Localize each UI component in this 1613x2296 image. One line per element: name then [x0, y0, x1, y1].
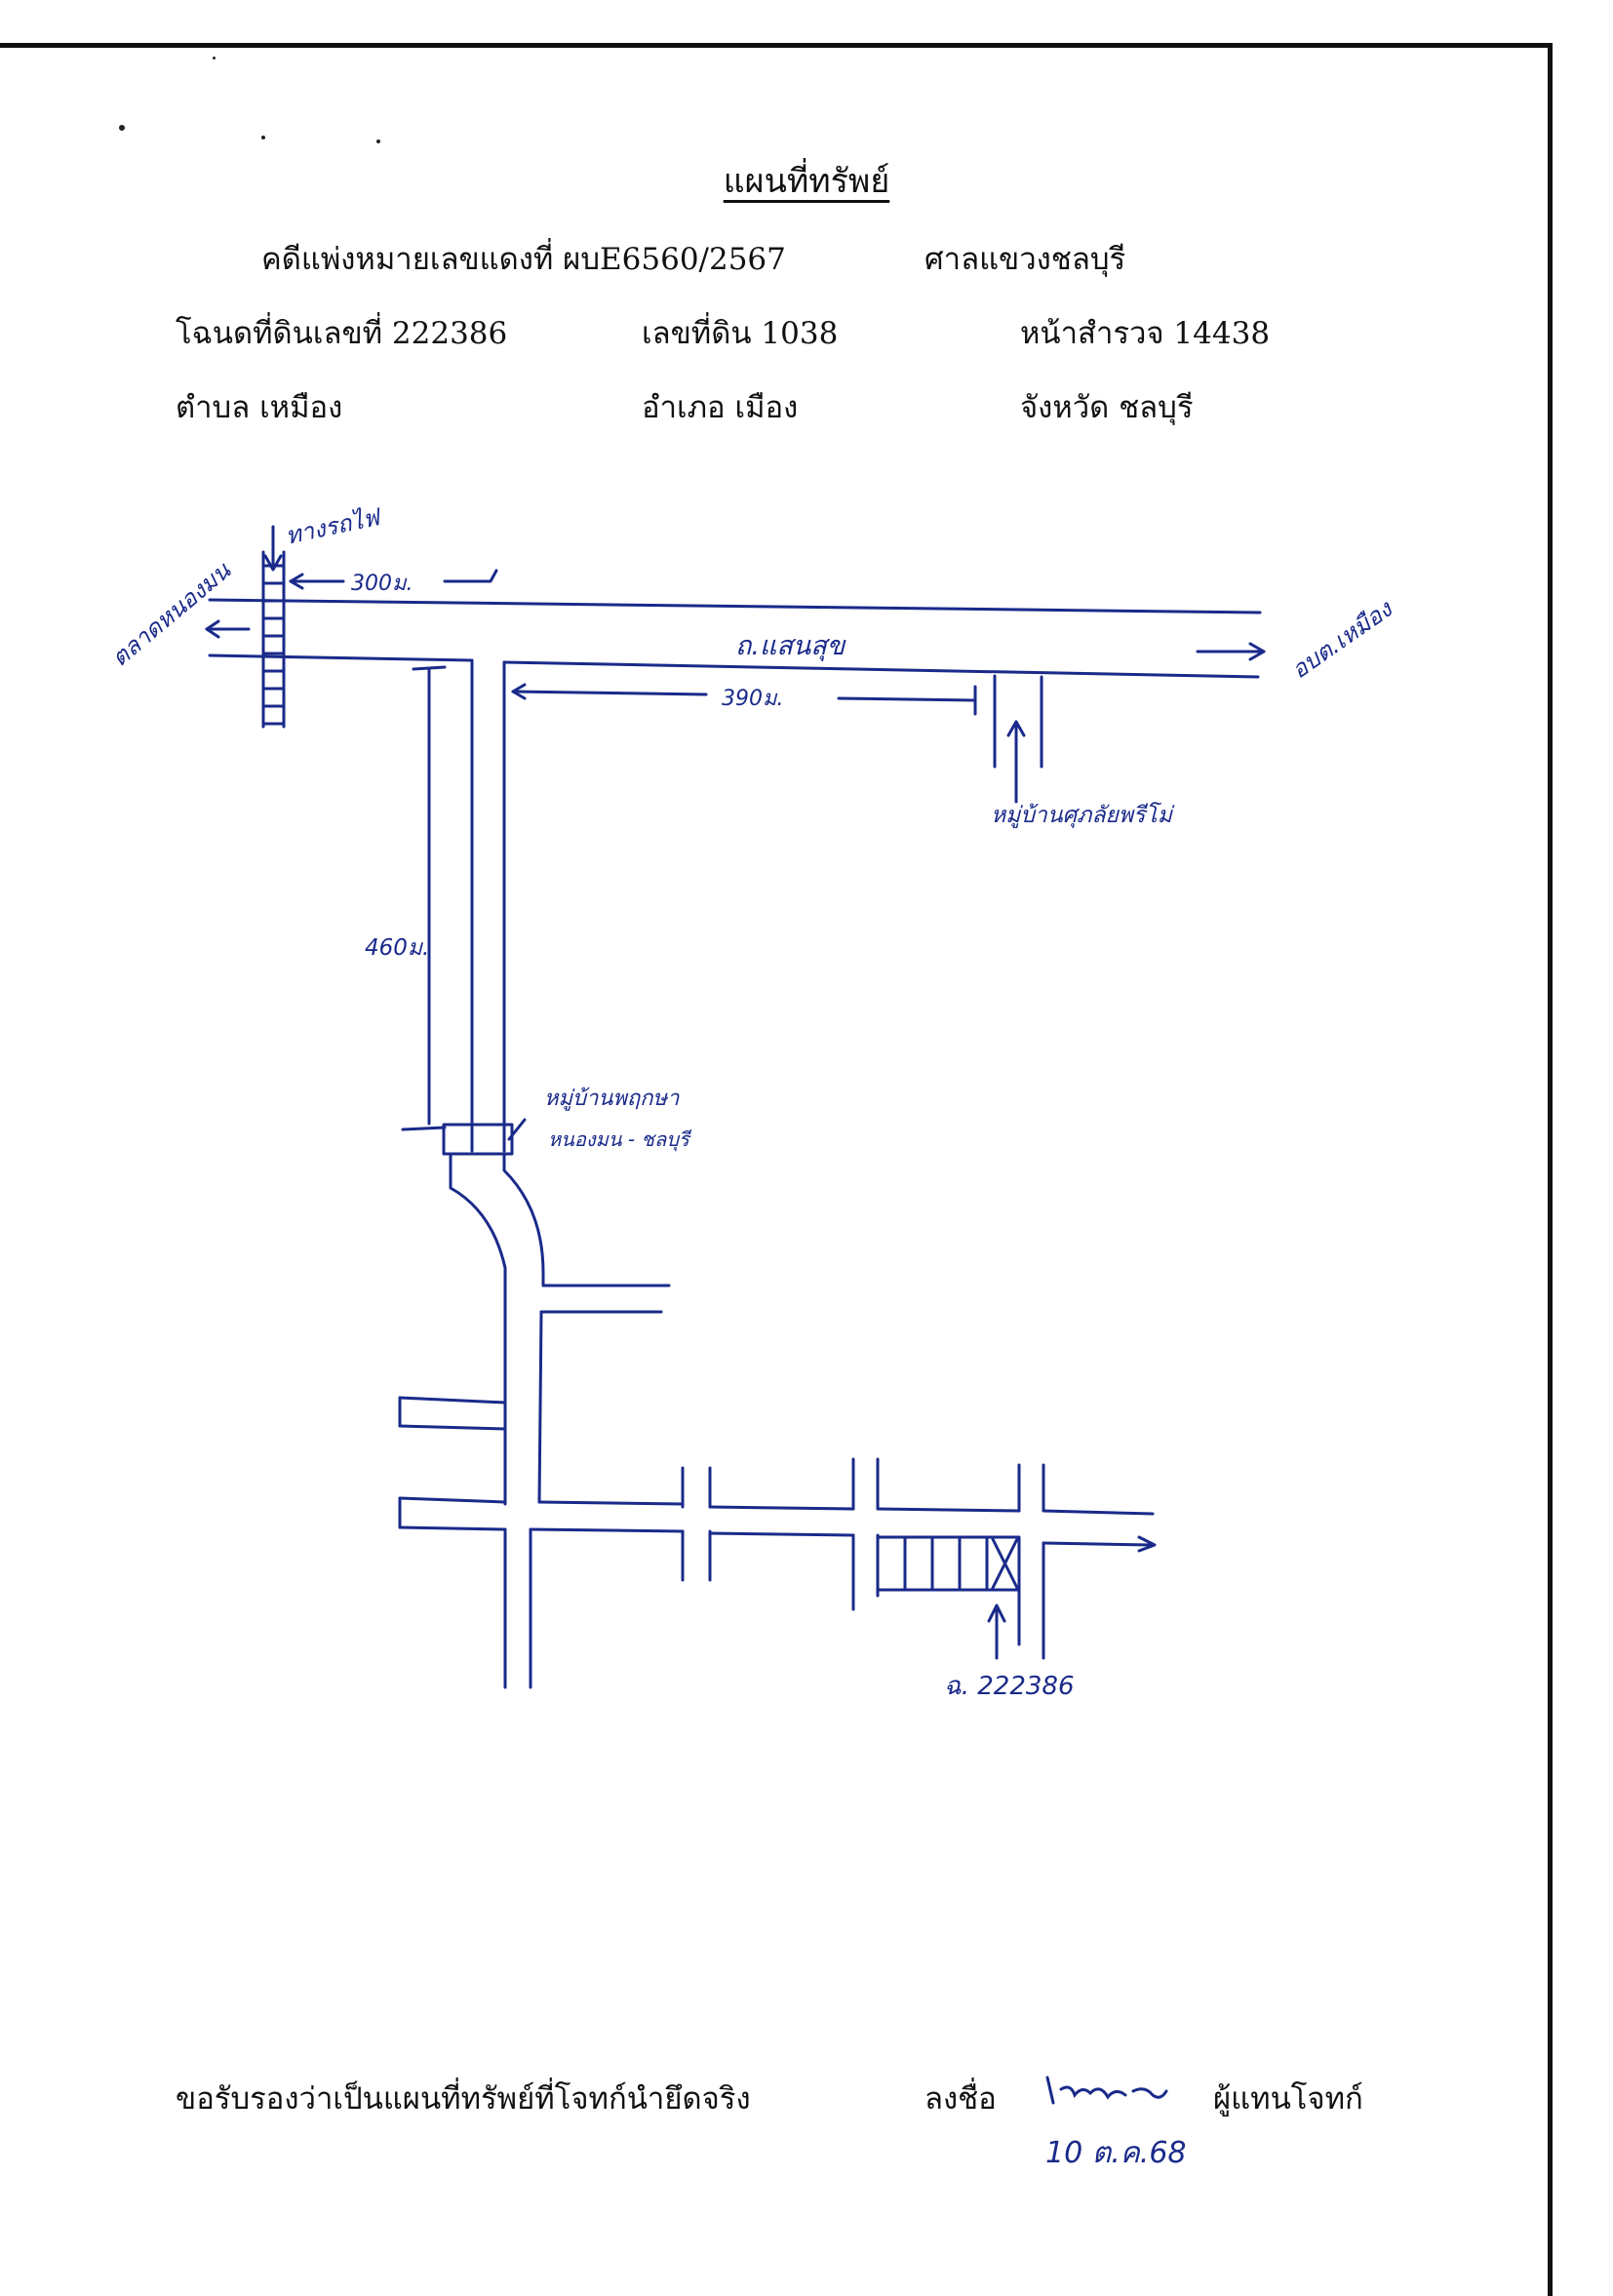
dim-300-left-head: [289, 573, 304, 590]
land-number: เลขที่ดิน 1038: [642, 316, 839, 351]
property-parcel: [876, 1535, 1021, 1592]
survey-page: หน้าสำรวจ 14438: [1020, 316, 1271, 351]
bottom-road-south-1: [529, 1527, 685, 1533]
signature: [1043, 2066, 1170, 2123]
distance-300-label: 300ม.: [351, 572, 413, 596]
deed-number: โฉนดที่ดินเลขที่ 222386: [176, 316, 508, 351]
west-street2-north: [398, 1496, 507, 1504]
scan-speck: [376, 139, 380, 143]
west-street-north: [398, 1396, 507, 1405]
lower-road-east-edge: [537, 1310, 543, 1504]
bottom-road-south-4: [1042, 1541, 1153, 1547]
parcel-label: ฉ. 222386: [944, 1672, 1075, 1701]
dim-390-right: [837, 696, 977, 702]
curve-east-edge: [502, 1152, 545, 1275]
district: อำเภอ เมือง: [642, 390, 799, 425]
certification-text: ขอรับรองว่าเป็นแผนที่ทรัพย์ที่โจทก์นำยึด…: [176, 2081, 751, 2117]
court-name: ศาลแขวงชลบุรี: [925, 242, 1126, 277]
main-road-south-edge-west: [208, 653, 474, 662]
dim-460-bottom: [401, 1126, 447, 1131]
railway-pointer-head: [263, 554, 283, 572]
document-frame-right: [1548, 43, 1553, 2296]
first-side-street-north: [541, 1271, 671, 1287]
document-title: แผนที่ทรัพย์: [723, 162, 890, 201]
scan-speck: [119, 125, 125, 131]
main-road-label: ถ.แสนสุข: [735, 631, 846, 661]
curve-west-edge: [449, 1152, 507, 1445]
dim-460-top: [412, 665, 447, 671]
bottom-road-north-2: [708, 1505, 855, 1511]
west-street-south: [398, 1424, 507, 1431]
main-road-north-edge: [208, 598, 1262, 614]
distance-390-label: 390ม.: [722, 687, 784, 711]
village-gate-pointer: [507, 1118, 527, 1141]
railway-ties: [261, 564, 286, 726]
village-mid-label-line1: หมู่บ้านพฤกษา: [544, 1087, 680, 1111]
west-street2-south: [398, 1525, 507, 1531]
scan-speck: [213, 57, 216, 59]
main-road-south-edge-east: [502, 660, 1260, 679]
dim-300-right: [443, 569, 498, 583]
bottom-road-north-1: [537, 1500, 685, 1506]
parcel-pointer-head: [987, 1603, 1006, 1623]
village-mid-label-line2: หนองมน - ชลบุรี: [548, 1128, 689, 1151]
distance-460-label: 460ม.: [365, 935, 430, 961]
sign-label: ลงชื่อ: [925, 2081, 997, 2117]
scan-speck: [261, 136, 265, 139]
east-arrow-head: [1248, 642, 1266, 661]
east-village-pointer-head: [1006, 720, 1026, 737]
subdistrict: ตำบล เหมือง: [176, 390, 343, 425]
signer-role: ผู้แทนโจทก์: [1213, 2081, 1363, 2117]
bottom-road-end-head: [1137, 1535, 1157, 1553]
bottom-road-north-3: [876, 1507, 1021, 1513]
village-east-label: หมู่บ้านศุภลัยพรีโม่: [991, 803, 1172, 828]
dim-390-left-head: [511, 683, 527, 700]
bottom-road-south-2: [708, 1531, 855, 1537]
dim-390-left: [511, 690, 708, 696]
case-number: คดีแพ่งหมายเลขแดงที่ ผบE6560/2567: [261, 242, 786, 277]
sign-date: 10 ต.ค.68: [1045, 2136, 1187, 2170]
province: จังหวัด ชลบุรี: [1020, 390, 1194, 425]
document-frame-top: [0, 43, 1553, 48]
west-arrow-head: [205, 619, 220, 639]
village-gate-box: [442, 1123, 514, 1156]
cross-street3-north-east: [1042, 1463, 1155, 1516]
